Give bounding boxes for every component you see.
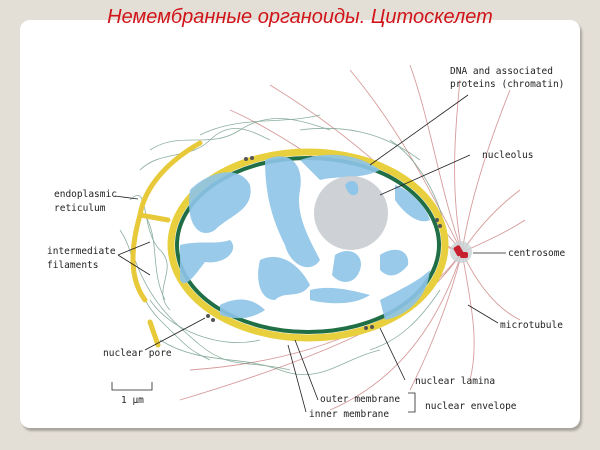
leader-lines (111, 94, 506, 413)
endoplasmic-reticulum (130, 140, 203, 348)
label-scale-bar: 1 µm (121, 395, 144, 406)
label-if-line1: intermediate (47, 246, 116, 257)
label-centrosome: centrosome (508, 248, 565, 259)
label-microtubule: microtubule (500, 320, 563, 331)
label-nucleolus: nucleolus (482, 150, 533, 161)
slide-title: Немембранные органоиды. Цитоскелет (107, 6, 493, 28)
label-nuclear-lamina: nuclear lamina (415, 376, 495, 387)
outer-membrane (167, 148, 449, 342)
label-outer-membrane: outer membrane (320, 394, 400, 405)
centrosome (450, 241, 472, 263)
label-er-line2: reticulum (54, 203, 106, 214)
label-dna-line2: proteins (chromatin) (450, 79, 564, 90)
label-er-line1: endoplasmic (54, 189, 117, 200)
label-dna-line1: DNA and associated (450, 66, 553, 77)
nucleolus (314, 176, 388, 250)
label-nuclear-pore: nuclear pore (103, 348, 172, 359)
chromatin (180, 154, 430, 320)
label-nuclear-envelope: nuclear envelope (425, 401, 517, 412)
label-if-line2: filaments (47, 260, 98, 271)
nuclear-pores (206, 156, 442, 330)
label-inner-membrane: inner membrane (309, 409, 389, 420)
